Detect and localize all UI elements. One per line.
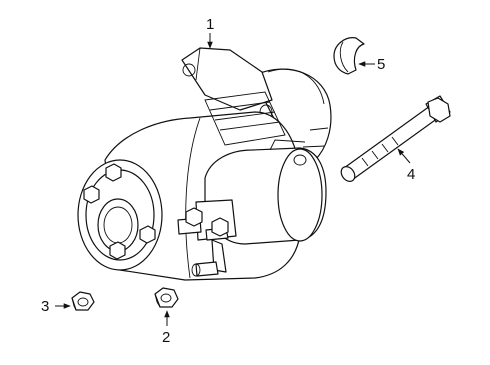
callout-2: 2 <box>162 310 170 346</box>
callout-5: 5 <box>358 56 385 73</box>
hex-nut-icon <box>154 287 179 308</box>
bolt-icon <box>340 95 451 182</box>
cover-cap-icon <box>333 37 365 75</box>
callout-1: 1 <box>206 16 214 49</box>
callout-label: 5 <box>377 56 385 73</box>
callout-label: 2 <box>162 329 170 346</box>
callout-label: 3 <box>41 298 49 315</box>
flange-bolt-icon <box>83 163 156 260</box>
callout-4: 4 <box>397 148 415 183</box>
hex-nut-icon <box>71 291 95 311</box>
starter-motor-icon <box>77 47 332 281</box>
terminal-stud-icon <box>177 199 237 277</box>
callout-label: 1 <box>206 16 214 33</box>
callout-label: 4 <box>407 166 415 183</box>
callout-3: 3 <box>41 298 71 315</box>
